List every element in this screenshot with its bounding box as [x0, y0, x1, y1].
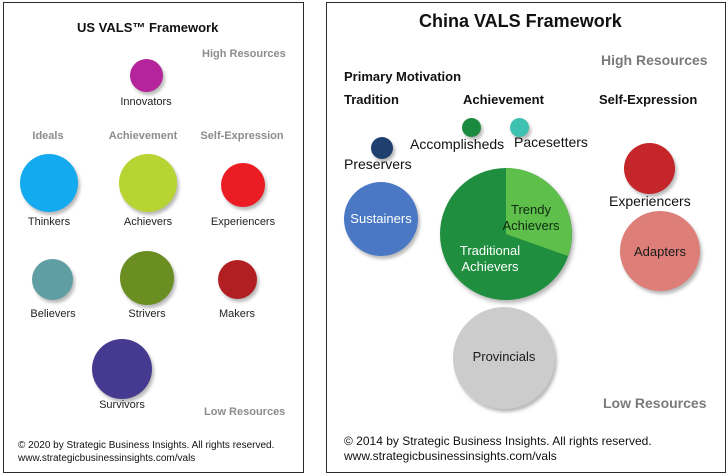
china-experiencers-label: Experiencers — [609, 193, 691, 209]
us-low-resources-label: Low Resources — [204, 406, 286, 418]
trendy-achievers-slice — [506, 168, 572, 256]
us-column-achievement: Achievement — [108, 130, 178, 142]
thinkers-circle — [20, 154, 78, 212]
us-column-ideals: Ideals — [32, 130, 64, 142]
us-high-resources-label: High Resources — [202, 48, 286, 60]
us-column-self-expression: Self-Expression — [200, 130, 284, 142]
china-url: www.strategicbusinessinsights.com/vals — [344, 449, 557, 463]
primary-motivation-label: Primary Motivation — [344, 69, 462, 84]
survivors-circle — [92, 339, 152, 399]
trendy-achievers-label-line2: Achievers — [502, 218, 560, 233]
accomplisheds-label: Accomplisheds — [410, 136, 505, 152]
china-experiencers-circle — [624, 143, 675, 194]
believers-label: Believers — [30, 308, 76, 320]
sustainers-circle — [344, 182, 418, 256]
survivors-label: Survivors — [99, 399, 145, 411]
china-column-achievement: Achievement — [463, 92, 544, 107]
china-low-resources-label: Low Resources — [603, 395, 707, 411]
trendy-achievers-label-line1: Trendy — [511, 202, 551, 217]
achievers-label: Achievers — [123, 216, 173, 228]
achievers-circle — [119, 154, 177, 212]
us-copyright: © 2020 by Strategic Business Insights. A… — [18, 440, 275, 451]
preservers-label: Preservers — [344, 156, 412, 172]
thinkers-label: Thinkers — [27, 216, 71, 228]
us-experiencers-label: Experiencers — [210, 216, 276, 228]
us-vals-panel: US VALS™ Framework High Resources Innova… — [3, 2, 304, 473]
china-vals-panel: China VALS Framework High Resources Prim… — [326, 2, 726, 473]
traditional-achievers-label-line1: Traditional — [459, 243, 521, 258]
china-copyright: © 2014 by Strategic Business Insights. A… — [344, 434, 652, 448]
provincials-circle — [453, 307, 555, 409]
strivers-label: Strivers — [128, 308, 166, 320]
provincials-label: Provincials — [472, 349, 536, 364]
preservers-circle — [371, 137, 393, 159]
us-title: US VALS™ Framework — [77, 20, 219, 35]
us-experiencers-circle — [221, 163, 265, 207]
us-url: www.strategicbusinessinsights.com/vals — [18, 453, 196, 464]
achievers-pie — [440, 168, 572, 300]
pacesetters-label: Pacesetters — [514, 134, 588, 150]
believers-circle — [32, 259, 73, 300]
adapters-circle — [620, 211, 700, 291]
makers-label: Makers — [218, 308, 256, 320]
china-column-self-expression: Self-Expression — [599, 92, 698, 107]
china-high-resources-label: High Resources — [601, 52, 708, 68]
innovators-circle — [130, 59, 163, 92]
makers-circle — [218, 260, 257, 299]
accomplisheds-circle — [462, 118, 481, 137]
china-title: China VALS Framework — [419, 11, 622, 31]
innovators-label: Innovators — [120, 96, 172, 108]
traditional-achievers-label-line2: Achievers — [461, 259, 519, 274]
strivers-circle — [120, 251, 174, 305]
adapters-label: Adapters — [633, 244, 687, 259]
china-column-tradition: Tradition — [344, 92, 399, 107]
sustainers-label: Sustainers — [350, 211, 412, 226]
pacesetters-circle — [510, 118, 529, 137]
